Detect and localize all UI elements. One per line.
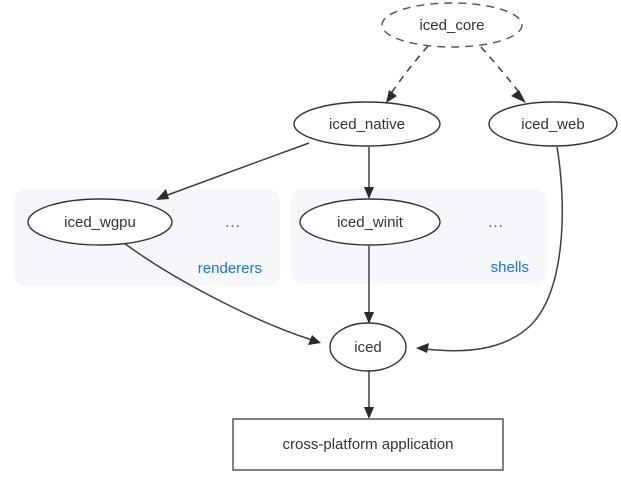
edge-iced_winit-to-iced	[364, 246, 374, 324]
node-iced-native-label: iced_native	[329, 116, 405, 133]
cluster-shells-label: shells	[491, 259, 529, 276]
node-iced-web-label: iced_web	[521, 116, 584, 133]
node-iced-native-shape[interactable]	[293, 101, 441, 147]
node-iced-label: iced	[354, 339, 382, 356]
edge-iced_core-to-iced_web	[480, 46, 526, 103]
node-iced-web[interactable]: iced_web	[488, 101, 618, 147]
shells-ellipsis-label: ...	[488, 214, 504, 231]
node-iced-core[interactable]: iced_core	[381, 2, 523, 48]
node-iced-wgpu-label: iced_wgpu	[64, 214, 136, 231]
node-application-shape[interactable]	[232, 418, 504, 471]
cluster-renderers-label: renderers	[198, 260, 262, 277]
node-iced-web-shape[interactable]	[488, 101, 618, 147]
node-iced-core-label: iced_core	[419, 17, 484, 34]
node-iced[interactable]: iced	[329, 322, 407, 372]
renderers-ellipsis-label: ...	[225, 214, 241, 231]
node-iced-winit[interactable]: iced_winit	[299, 198, 441, 246]
node-iced-wgpu-shape[interactable]	[27, 198, 173, 246]
node-iced-winit-label: iced_winit	[337, 214, 404, 231]
edge-iced_web-to-iced	[416, 146, 564, 353]
node-application-label: cross-platform application	[283, 436, 454, 453]
edge-iced_native-to-iced_wgpu	[156, 142, 310, 200]
edge-iced_native-to-iced_winit	[364, 147, 374, 199]
edge-iced_wgpu-to-iced	[123, 242, 321, 345]
node-application[interactable]: cross-platform application	[232, 418, 504, 471]
node-iced-winit-shape[interactable]	[299, 198, 441, 246]
node-iced-native[interactable]: iced_native	[293, 101, 441, 147]
node-iced-core-shape[interactable]	[381, 2, 523, 48]
node-iced-wgpu[interactable]: iced_wgpu	[27, 198, 173, 246]
node-iced-shape[interactable]	[329, 322, 407, 372]
edge-iced_core-to-iced_native	[386, 45, 429, 103]
edge-iced-to-application	[364, 371, 374, 419]
